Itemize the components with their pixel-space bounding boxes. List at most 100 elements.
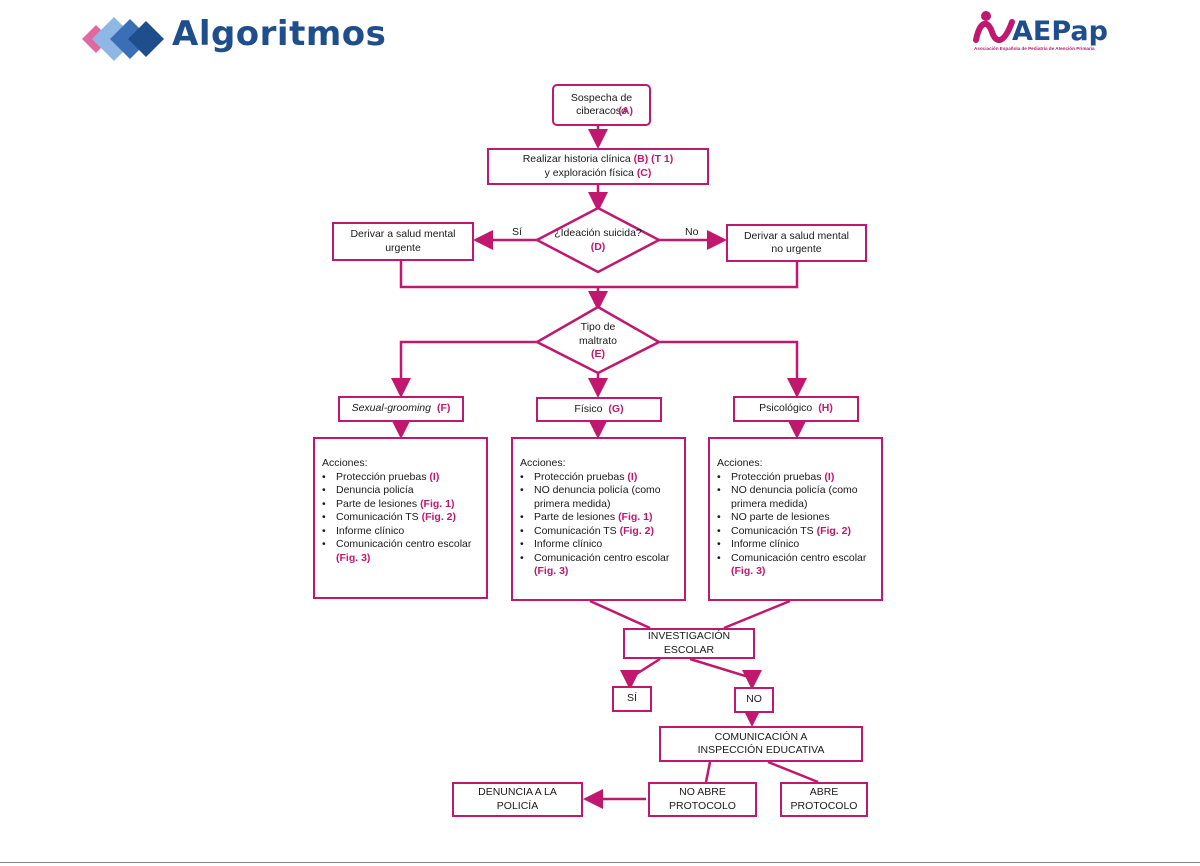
action-ref: (Fig. 3) — [731, 565, 766, 577]
action-item: Informe clínico — [520, 538, 678, 552]
action-ref: (Fig. 2) — [421, 511, 457, 523]
psico-ref: (H) — [818, 402, 833, 415]
investigacion-text: INVESTIGACIÓN ESCOLAR — [647, 630, 731, 656]
action-ref: (Fig. 3) — [534, 565, 569, 577]
actions-fisico-box: Acciones: Protección pruebas (I)NO denun… — [511, 437, 686, 601]
line-inspeccion-abre — [767, 760, 819, 784]
action-item: Comunicación TS (Fig. 2) — [520, 525, 678, 539]
action-text: Comunicación centro escolar — [731, 551, 867, 564]
action-item: NO parte de lesiones — [717, 511, 875, 525]
action-item: Informe clínico — [717, 538, 875, 552]
start-node: Sospecha de ciberacoso (A) — [552, 84, 651, 126]
footer-divider — [0, 862, 1200, 863]
si-node: SÍ — [612, 686, 652, 712]
actions-list-psico: Protección pruebas (I)NO denuncia policí… — [717, 471, 875, 579]
abre-text: ABRE PROTOCOLO — [790, 786, 858, 812]
sexual-ref: (F) — [436, 402, 451, 415]
denuncia-text: DENUNCIA A LA POLICÍA — [478, 786, 557, 812]
action-ref: (Fig. 2) — [816, 524, 852, 537]
actions-list-fisico: Protección pruebas (I)NO denuncia policí… — [520, 471, 678, 579]
type-question: Tipo de maltrato (E) — [566, 321, 630, 362]
psico-node: Psicológico (H) — [733, 396, 859, 422]
action-text: Protección pruebas — [336, 470, 427, 483]
logo-diamonds-icon — [82, 17, 164, 61]
history-node: Realizar historia clínica (B) (T 1) y ex… — [487, 148, 709, 185]
suicide-text: ¿Ideación suicida? — [554, 227, 642, 239]
action-item: NO denuncia policía (como primera medida… — [717, 484, 875, 511]
psico-label: Psicológico — [759, 402, 813, 415]
actions-title: Acciones: — [520, 457, 566, 469]
history-ref1: (B) (T 1) — [633, 153, 674, 165]
actions-title: Acciones: — [322, 457, 368, 469]
action-text: Comunicación TS — [731, 524, 814, 537]
action-text: NO denuncia policía (como primera medida… — [731, 484, 858, 510]
no-text: NO — [746, 693, 762, 706]
suicide-no-label: No — [685, 226, 699, 238]
actions-title: Acciones: — [717, 457, 763, 469]
start-text: Sospecha de ciberacoso — [570, 91, 633, 118]
inspeccion-node: COMUNICACIÓN A INSPECCIÓN EDUCATIVA — [659, 726, 863, 762]
actions-psico-box: Acciones: Protección pruebas (I)NO denun… — [708, 437, 883, 601]
action-item: Comunicación centro escolar (Fig. 3) — [717, 552, 875, 579]
action-item: Parte de lesiones (Fig. 1) — [322, 498, 480, 512]
action-item: Informe clínico — [322, 525, 480, 539]
line-inspeccion-noabre — [704, 761, 712, 783]
suicide-yes-label: Sí — [512, 226, 522, 238]
urgent-node: Derivar a salud mental urgente — [332, 222, 474, 261]
action-ref: (Fig. 1) — [420, 497, 455, 510]
action-ref: (I) — [824, 470, 835, 483]
abre-node: ABRE PROTOCOLO — [780, 782, 868, 817]
action-ref: (I) — [429, 470, 440, 483]
line-psico-investigacion — [723, 599, 791, 630]
action-text: Comunicación centro escolar — [534, 551, 670, 564]
line-fisico-investigacion — [589, 599, 651, 630]
action-item: Protección pruebas (I) — [322, 471, 480, 485]
fisico-ref: (G) — [608, 402, 624, 415]
start-ref: (A) — [618, 104, 633, 117]
history-ref2: (C) — [636, 166, 652, 179]
action-ref: (I) — [627, 470, 638, 483]
fisico-node: Físico (G) — [536, 397, 662, 422]
arrow-investigacion-no — [689, 657, 762, 690]
type-diamond — [534, 305, 662, 375]
suicide-diamond — [534, 206, 662, 274]
nonurgent-text: Derivar a salud mental no urgente — [743, 229, 850, 256]
action-text: Comunicación TS — [336, 511, 419, 523]
type-ref: (E) — [591, 348, 605, 360]
action-item: Protección pruebas (I) — [520, 471, 678, 485]
action-text: Protección pruebas — [731, 470, 822, 483]
header-title: Algoritmos — [172, 14, 387, 54]
action-ref: (Fig. 3) — [336, 551, 371, 564]
sexual-label: Sexual-grooming — [351, 402, 431, 415]
action-text: Comunicación centro escolar — [336, 538, 472, 550]
action-text: Comunicación TS — [534, 524, 617, 537]
history-text2: y exploración física — [544, 166, 634, 179]
denuncia-node: DENUNCIA A LA POLICÍA — [452, 782, 583, 817]
si-text: SÍ — [627, 692, 637, 705]
arrow-type-psico — [659, 340, 807, 398]
no-node: NO — [734, 687, 774, 713]
logo-subtitle: Asociación Española de Pediatría de Aten… — [974, 46, 1095, 51]
urgent-text: Derivar a salud mental urgente — [350, 228, 456, 254]
action-text: NO denuncia policía (como primera medida… — [534, 484, 661, 510]
arrow-type-sexual — [391, 340, 537, 398]
logo-text: AEPap — [1012, 16, 1108, 47]
history-line1: Realizar historia clínica (B) (T 1) — [523, 153, 674, 167]
sexual-node: Sexual-grooming (F) — [338, 396, 464, 422]
action-item: Comunicación TS (Fig. 2) — [322, 511, 480, 525]
actions-list-sexual: Protección pruebas (I)Denuncia policíaPa… — [322, 471, 480, 566]
action-item: Comunicación TS (Fig. 2) — [717, 525, 875, 539]
suicide-ref: (D) — [590, 240, 606, 253]
action-text: Informe clínico — [336, 524, 405, 537]
nonurgent-node: Derivar a salud mental no urgente — [726, 224, 867, 262]
investigacion-node: INVESTIGACIÓN ESCOLAR — [623, 628, 755, 659]
action-item: Comunicación centro escolar (Fig. 3) — [520, 552, 678, 579]
no-abre-node: NO ABRE PROTOCOLO — [648, 782, 757, 817]
suicide-question: ¿Ideación suicida? (D) — [552, 227, 644, 254]
action-ref: (Fig. 2) — [619, 524, 655, 537]
action-text: Parte de lesiones — [534, 511, 616, 523]
action-item: Parte de lesiones (Fig. 1) — [520, 511, 678, 525]
history-line2: y exploración física (C) — [545, 167, 652, 181]
no-abre-text: NO ABRE PROTOCOLO — [669, 786, 736, 812]
